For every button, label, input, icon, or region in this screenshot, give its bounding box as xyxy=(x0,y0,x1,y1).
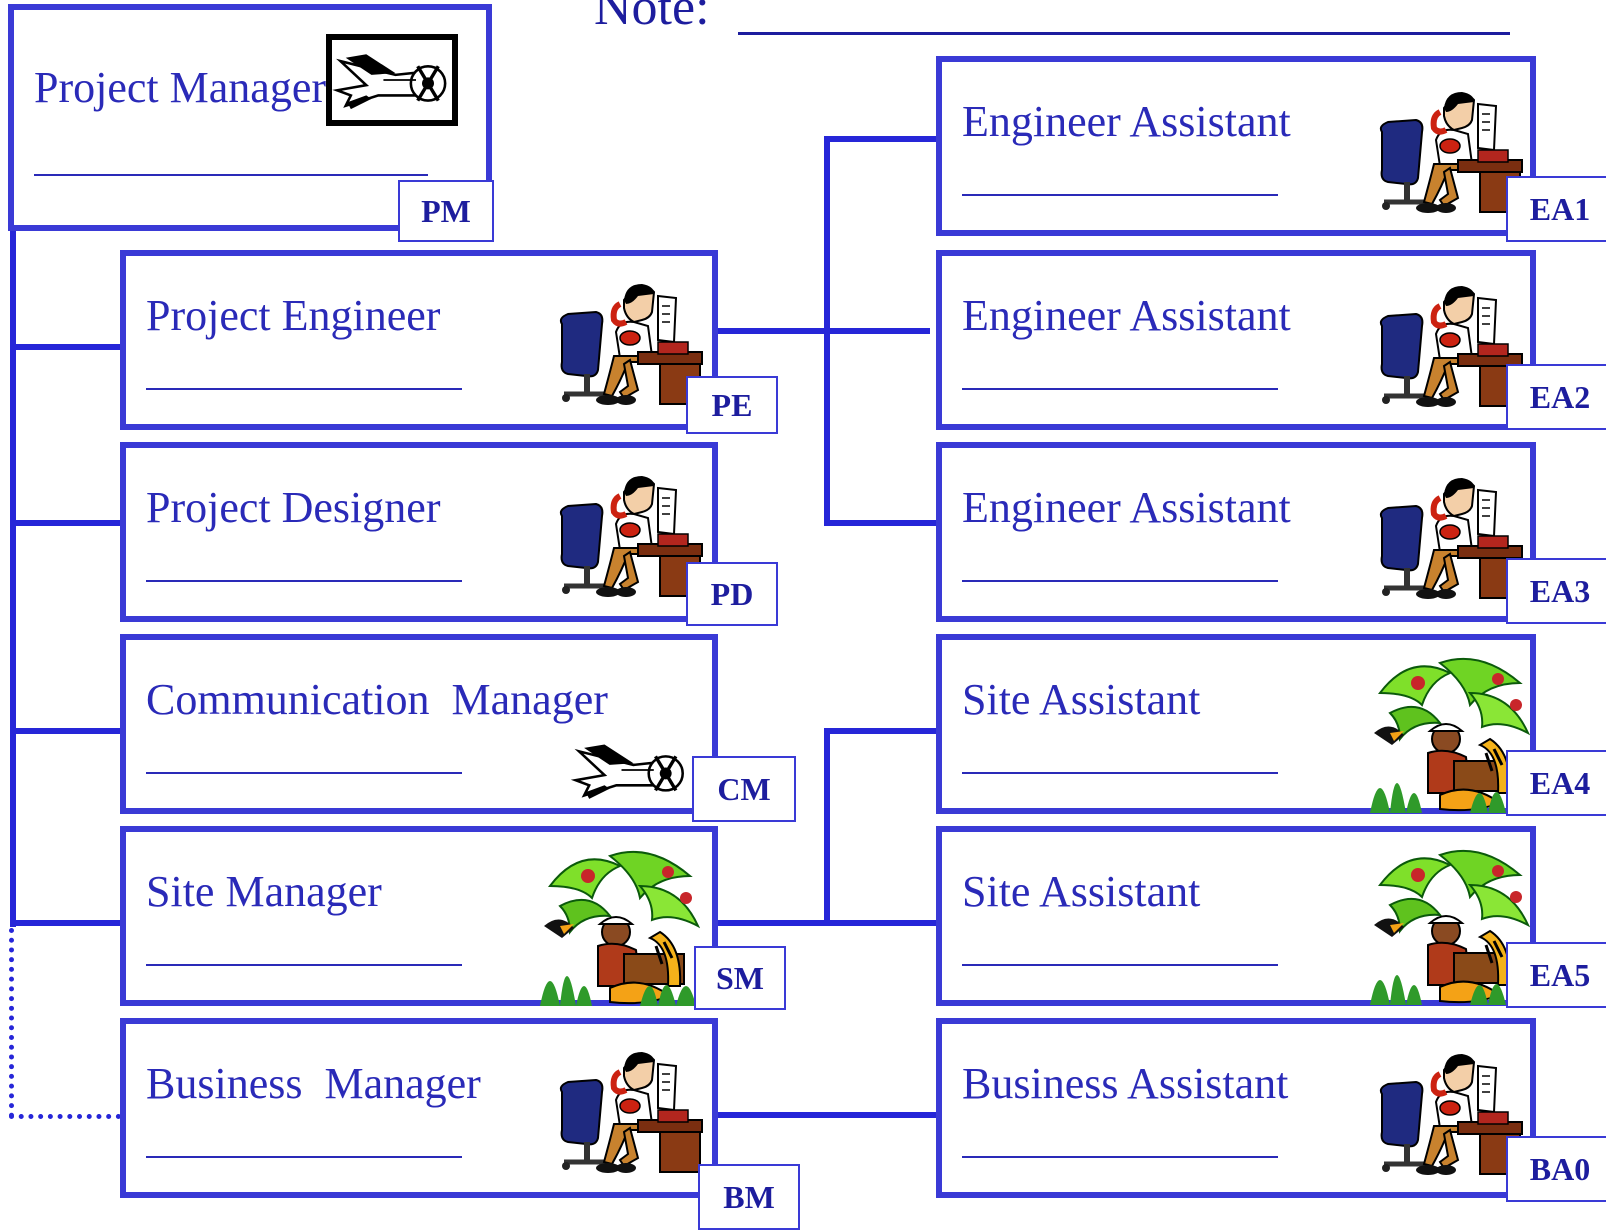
connector-bm-ba0 xyxy=(712,1112,938,1118)
role-code: CM xyxy=(692,756,796,822)
connector-pm-bm-dotted-h xyxy=(9,1114,121,1119)
role-code: PM xyxy=(398,180,494,242)
connector-pm-sm xyxy=(10,920,122,926)
connector-pm-pe xyxy=(10,344,122,350)
airplane-icon xyxy=(326,34,458,126)
name-blank-line[interactable] xyxy=(962,194,1278,196)
role-code: BM xyxy=(698,1164,800,1230)
site-assistant-1-box[interactable]: Site Assistant EA4 xyxy=(936,634,1606,816)
engineer-assistant-3-box[interactable]: Engineer Assistant EA3 xyxy=(936,442,1606,624)
role-code: EA1 xyxy=(1506,176,1606,242)
name-blank-line[interactable] xyxy=(146,388,462,390)
connector-pm-bm-dotted-v xyxy=(9,928,14,1118)
connector-site-bus xyxy=(824,728,830,926)
role-title: Communication Manager xyxy=(146,675,608,724)
office-worker-icon xyxy=(1374,476,1524,611)
project-designer-box[interactable]: Project Designer PD xyxy=(120,442,778,626)
office-worker-icon xyxy=(554,282,704,417)
role-code: EA4 xyxy=(1506,750,1606,816)
jungle-worker-icon xyxy=(540,846,700,1011)
name-blank-line[interactable] xyxy=(962,964,1278,966)
name-blank-line[interactable] xyxy=(146,580,462,582)
name-blank-line[interactable] xyxy=(146,772,462,774)
role-code: BA0 xyxy=(1506,1136,1606,1202)
office-worker-icon xyxy=(554,474,704,609)
connector-ea4 xyxy=(824,728,938,734)
business-manager-box[interactable]: Business Manager BM xyxy=(120,1018,800,1230)
name-blank-line[interactable] xyxy=(962,772,1278,774)
role-title: Business Manager xyxy=(146,1059,481,1108)
business-assistant-box[interactable]: Business Assistant BA0 xyxy=(936,1018,1606,1202)
office-worker-icon xyxy=(554,1050,704,1185)
connector-pm-pd xyxy=(10,520,122,526)
name-blank-line[interactable] xyxy=(962,1156,1278,1158)
role-title: Site Assistant xyxy=(962,867,1201,916)
project-manager-box[interactable]: Project Manager PM xyxy=(8,4,494,242)
engineer-assistant-1-box[interactable]: Engineer Assistant EA1 xyxy=(936,56,1606,242)
role-title: Project Manager xyxy=(34,63,326,112)
role-code: EA2 xyxy=(1506,364,1606,430)
role-title: Business Assistant xyxy=(962,1059,1289,1108)
connector-pm-trunk xyxy=(10,225,16,927)
connector-ea3 xyxy=(824,520,938,526)
name-blank-line[interactable] xyxy=(146,964,462,966)
note-blank-line[interactable] xyxy=(738,32,1510,35)
role-title: Engineer Assistant xyxy=(962,483,1291,532)
role-code: PD xyxy=(686,562,778,626)
role-title: Project Designer xyxy=(146,483,441,532)
role-code: EA3 xyxy=(1506,558,1606,624)
office-worker-icon xyxy=(1374,284,1524,419)
engineer-assistant-2-box[interactable]: Engineer Assistant EA2 xyxy=(936,250,1606,430)
role-code: PE xyxy=(686,376,778,434)
office-worker-icon xyxy=(1374,1052,1524,1187)
role-code: EA5 xyxy=(1506,942,1606,1008)
name-blank-line[interactable] xyxy=(34,174,428,176)
role-title: Site Manager xyxy=(146,867,382,916)
role-title: Engineer Assistant xyxy=(962,97,1291,146)
project-engineer-box[interactable]: Project Engineer PE xyxy=(120,250,778,434)
role-title: Project Engineer xyxy=(146,291,441,340)
role-title: Engineer Assistant xyxy=(962,291,1291,340)
office-worker-icon xyxy=(1374,90,1524,225)
name-blank-line[interactable] xyxy=(962,388,1278,390)
role-code: SM xyxy=(694,946,786,1010)
name-blank-line[interactable] xyxy=(146,1156,462,1158)
airplane-icon xyxy=(570,736,690,809)
site-assistant-2-box[interactable]: Site Assistant EA5 xyxy=(936,826,1606,1008)
name-blank-line[interactable] xyxy=(962,580,1278,582)
role-title: Site Assistant xyxy=(962,675,1201,724)
connector-pm-cm xyxy=(10,728,122,734)
note-label: Note: xyxy=(594,0,710,36)
communication-manager-box[interactable]: Communication Manager CM xyxy=(120,634,796,822)
site-manager-box[interactable]: Site Manager SM xyxy=(120,826,786,1010)
connector-ea1 xyxy=(824,136,938,142)
connector-pe-out xyxy=(712,328,930,334)
connector-ea-bus xyxy=(824,136,830,526)
